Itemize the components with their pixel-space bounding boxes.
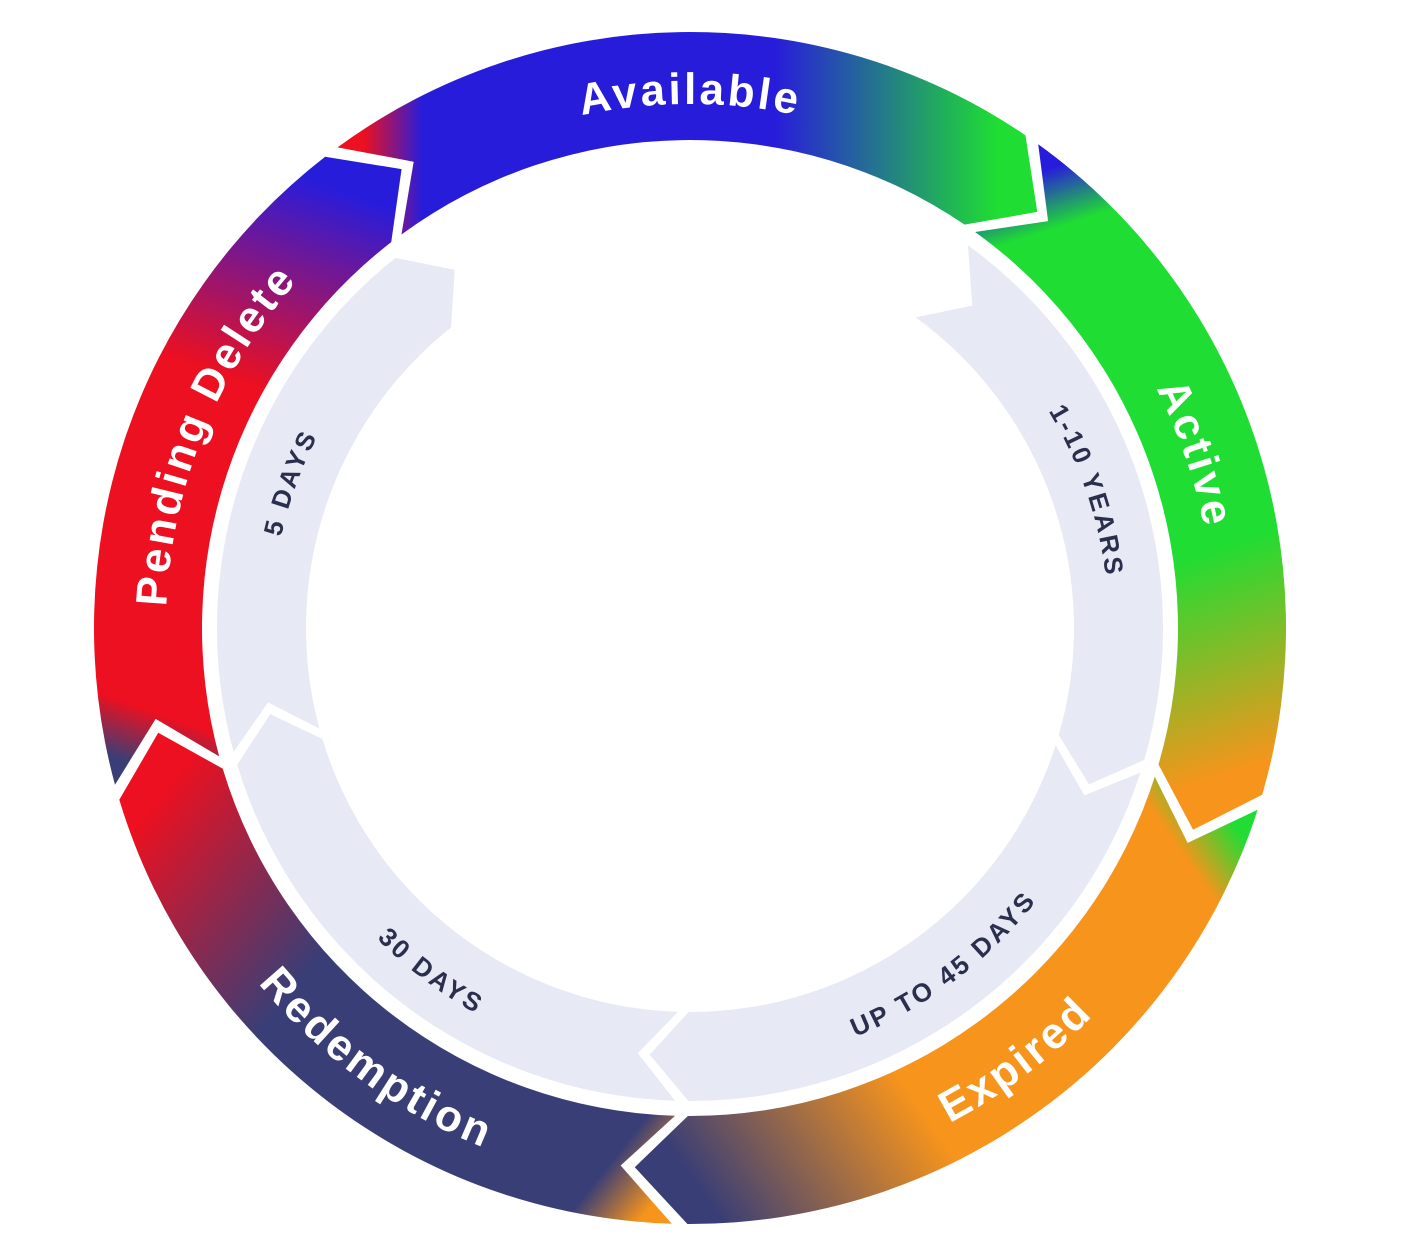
segment-active	[975, 144, 1287, 830]
segment-pending-delete	[94, 156, 402, 785]
inner-segment-active-duration	[915, 245, 1164, 785]
segment-available	[337, 31, 1038, 235]
inner-segment-redemption-duration	[237, 714, 678, 1101]
inner-segment-expired-duration	[649, 745, 1141, 1102]
segment-redemption	[119, 732, 676, 1224]
inner-segment-pending-delete-duration	[217, 257, 455, 753]
segment-expired	[634, 776, 1258, 1224]
